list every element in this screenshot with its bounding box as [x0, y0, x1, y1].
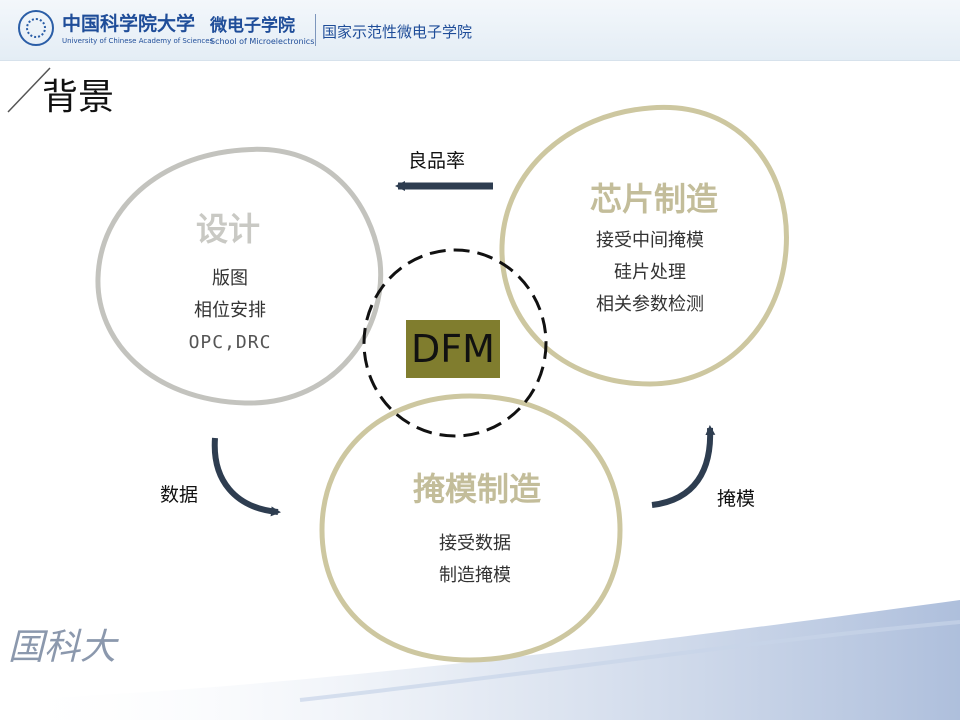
mask-items: 接受数据 制造掩模: [439, 528, 511, 592]
title-slash-decoration: [7, 67, 51, 113]
mask-arrow-label: 掩模: [717, 488, 756, 510]
fab-item-parameter-test: 相关参数检测: [596, 294, 704, 315]
data-arrow-label: 数据: [160, 484, 199, 506]
design-title: 设计: [195, 210, 261, 248]
demo-school-label: 国家示范性微电子学院: [322, 23, 473, 41]
mask-item-make-mask: 制造掩模: [439, 565, 511, 586]
fab-circle: [499, 104, 789, 387]
data-arrow: [211, 437, 281, 517]
design-item-layout: 版图: [211, 268, 248, 289]
university-seal-logo: [18, 10, 54, 46]
dfm-label: DFM: [406, 320, 500, 378]
page-title: 背景: [42, 77, 115, 118]
university-name-en: University of Chinese Academy of Science…: [62, 37, 214, 45]
design-item-opc-drc: OPC,DRC: [188, 332, 272, 353]
fab-item-wafer-processing: 硅片处理: [614, 262, 686, 283]
fab-item-receive-reticle: 接受中间掩模: [596, 230, 704, 251]
seal-inner-ring: [26, 18, 46, 38]
mask-circle: [319, 393, 623, 663]
school-name-cn: 微电子学院: [210, 16, 295, 36]
mask-arrow: [651, 425, 716, 508]
design-circle: [95, 146, 384, 406]
design-item-phase: 相位安排: [193, 300, 266, 321]
fab-title: 芯片制造: [589, 180, 719, 218]
header-bar: 中国科学院大学 University of Chinese Academy of…: [0, 0, 960, 61]
school-name-en: School of Microelectronics: [210, 37, 315, 46]
ucas-calligraphy-watermark: 国科大: [8, 627, 117, 668]
yield-arrow-label: 良品率: [408, 150, 466, 172]
mask-item-receive-data: 接受数据: [439, 533, 511, 554]
mask-title: 掩模制造: [412, 470, 542, 508]
fab-items: 接受中间掩模 硅片处理 相关参数检测: [596, 225, 704, 321]
university-name-cn: 中国科学院大学: [62, 13, 196, 35]
header-divider: [315, 14, 316, 46]
dfm-dashed-circle: [362, 248, 548, 438]
design-items: 版图 相位安排 OPC,DRC: [189, 263, 272, 359]
